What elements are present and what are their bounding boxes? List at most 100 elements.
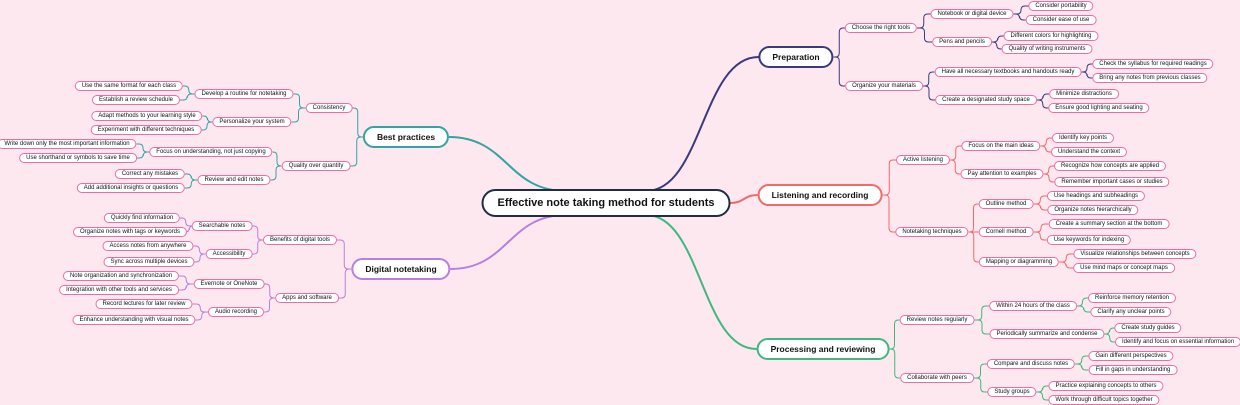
topic-review-and-edit-notes[interactable]: Review and edit notes <box>197 175 271 185</box>
connector <box>882 194 896 233</box>
connector <box>974 319 990 335</box>
topic-create-a-summary-section-at-the-bottom[interactable]: Create a summary section at the bottom <box>1048 219 1170 229</box>
topic-personalize-your-system[interactable]: Personalize your system <box>212 117 292 127</box>
topic-bring-any-notes-from-previous-classes[interactable]: Bring any notes from previous classes <box>1092 73 1208 83</box>
topic-remember-important-cases-or-studies[interactable]: Remember important cases or studies <box>1054 177 1170 187</box>
connector <box>1040 145 1051 153</box>
connector <box>450 214 567 270</box>
topic-enhance-understanding-with-visual-notes[interactable]: Enhance understanding with visual notes <box>72 315 196 325</box>
topic-organize-your-materials[interactable]: Organize your materials <box>845 81 923 91</box>
topic-consider-portability[interactable]: Consider portability <box>1028 1 1094 11</box>
connector <box>179 283 194 291</box>
topic-create-a-designated-study-space[interactable]: Create a designated study space <box>935 95 1037 105</box>
topic-minimize-distractions[interactable]: Minimize distractions <box>1049 89 1119 99</box>
connector <box>193 245 206 255</box>
topic-use-shorthand-or-symbols-to-save-time[interactable]: Use shorthand or symbols to save time <box>19 153 137 163</box>
topic-notetaking-techniques[interactable]: Notetaking techniques <box>895 227 969 237</box>
topic-notebook-or-digital-device[interactable]: Notebook or digital device <box>930 9 1014 19</box>
connector <box>252 225 263 241</box>
topic-mapping-or-diagramming[interactable]: Mapping or diagramming <box>978 257 1060 267</box>
topic-clarify-any-unclear-points[interactable]: Clarify any unclear points <box>1090 307 1172 317</box>
topic-correct-any-mistakes[interactable]: Correct any mistakes <box>114 169 186 179</box>
branch-digital-notetaking[interactable]: Digital notetaking <box>351 258 451 280</box>
central-topic[interactable]: Effective note taking method for student… <box>481 189 731 217</box>
topic-note-organization-and-synchronization[interactable]: Note organization and synchronization <box>62 271 180 281</box>
topic-use-keywords-for-indexing[interactable]: Use keywords for indexing <box>1046 235 1132 245</box>
topic-periodically-summarize-and-condense[interactable]: Periodically summarize and condense <box>989 329 1105 339</box>
connector <box>833 27 845 58</box>
topic-record-lectures-for-later-review[interactable]: Record lectures for later review <box>95 299 193 309</box>
topic-different-colors-for-highlighting[interactable]: Different colors for highlighting <box>1003 31 1099 41</box>
topic-use-the-same-format-for-each-class[interactable]: Use the same format for each class <box>74 81 184 91</box>
topic-use-headings-and-subheadings[interactable]: Use headings and subheadings <box>1046 191 1146 201</box>
topic-study-groups[interactable]: Study groups <box>987 387 1037 397</box>
topic-establish-a-review-schedule[interactable]: Establish a review schedule <box>91 95 181 105</box>
topic-recognize-how-concepts-are-applied[interactable]: Recognize how concepts are applied <box>1053 161 1167 171</box>
connector <box>1075 355 1089 365</box>
topic-develop-a-routine-for-notetaking[interactable]: Develop a routine for notetaking <box>194 89 294 99</box>
topic-identify-key-points[interactable]: Identify key points <box>1051 133 1115 143</box>
topic-pay-attention-to-examples[interactable]: Pay attention to examples <box>960 169 1044 179</box>
topic-outline-method[interactable]: Outline method <box>978 199 1034 209</box>
topic-understand-the-context[interactable]: Understand the context <box>1050 147 1128 157</box>
topic-access-notes-from-anywhere[interactable]: Access notes from anywhere <box>102 241 194 251</box>
branch-listening-and-recording[interactable]: Listening and recording <box>757 184 883 206</box>
topic-benefits-of-digital-tools[interactable]: Benefits of digital tools <box>262 235 338 245</box>
topic-add-additional-insights-or-questions[interactable]: Add additional insights or questions <box>76 183 186 193</box>
topic-focus-on-understanding-not-just-copying[interactable]: Focus on understanding, not just copying <box>149 147 273 157</box>
topic-consistency[interactable]: Consistency <box>305 103 353 113</box>
topic-focus-on-the-main-ideas[interactable]: Focus on the main ideas <box>961 141 1041 151</box>
connector <box>889 348 900 379</box>
topic-pens-and-pencils[interactable]: Pens and pencils <box>932 37 992 47</box>
topic-evernote-or-onenote[interactable]: Evernote or OneNote <box>193 279 265 289</box>
topic-create-study-guides[interactable]: Create study guides <box>1114 323 1182 333</box>
connector <box>350 136 363 167</box>
topic-write-down-only-the-most-important-information[interactable]: Write down only the most important infor… <box>0 139 137 149</box>
connector <box>201 121 213 131</box>
topic-within-24-hours-of-the-class[interactable]: Within 24 hours of the class <box>989 301 1077 311</box>
topic-identify-and-focus-on-essential-information[interactable]: Identify and focus on essential informat… <box>1114 337 1240 347</box>
topic-use-mind-maps-or-concept-maps[interactable]: Use mind maps or concept maps <box>1073 263 1175 273</box>
branch-preparation[interactable]: Preparation <box>758 46 834 68</box>
topic-fill-in-gaps-in-understanding[interactable]: Fill in gaps in understanding <box>1088 365 1178 375</box>
topic-cornell-method[interactable]: Cornell method <box>978 227 1034 237</box>
topic-compare-and-discuss-notes[interactable]: Compare and discuss notes <box>986 359 1076 369</box>
connector <box>137 151 150 159</box>
connector <box>974 363 987 379</box>
connector <box>1075 363 1089 371</box>
topic-integration-with-other-tools-and-services[interactable]: Integration with other tools and service… <box>59 285 179 295</box>
topic-apps-and-software[interactable]: Apps and software <box>275 293 339 303</box>
topic-accessibility[interactable]: Accessibility <box>205 249 253 259</box>
topic-gain-different-perspectives[interactable]: Gain different perspectives <box>1088 351 1174 361</box>
topic-organize-notes-hierarchically[interactable]: Organize notes hierarchically <box>1047 205 1139 215</box>
topic-active-listening[interactable]: Active listening <box>895 155 951 165</box>
connector <box>180 217 192 227</box>
connector <box>730 194 758 204</box>
topic-check-the-syllabus-for-required-readings[interactable]: Check the syllabus for required readings <box>1092 59 1214 69</box>
topic-organize-notes-with-tags-or-keywords[interactable]: Organize notes with tags or keywords <box>72 227 188 237</box>
topic-quality-over-quantity[interactable]: Quality over quantity <box>281 161 351 171</box>
topic-searchable-notes[interactable]: Searchable notes <box>191 221 253 231</box>
topic-practice-explaining-concepts-to-others[interactable]: Practice explaining concepts to others <box>1048 381 1164 391</box>
connector <box>180 93 195 101</box>
topic-sync-across-multiple-devices[interactable]: Sync across multiple devices <box>103 257 195 267</box>
topic-quality-of-writing-instruments[interactable]: Quality of writing instruments <box>1001 44 1093 54</box>
topic-have-all-necessary-textbooks-and-handouts-ready[interactable]: Have all necessary textbooks and handout… <box>934 67 1082 77</box>
connector <box>179 275 194 285</box>
topic-visualize-relationships-between-concepts[interactable]: Visualize relationships between concepts <box>1073 249 1197 259</box>
topic-adapt-methods-to-your-learning-style[interactable]: Adapt methods to your learning style <box>91 111 203 121</box>
topic-choose-the-right-tools[interactable]: Choose the right tools <box>844 23 918 33</box>
branch-processing-and-reviewing[interactable]: Processing and reviewing <box>756 338 890 360</box>
branch-best-practices[interactable]: Best practices <box>362 126 450 148</box>
topic-collaborate-with-peers[interactable]: Collaborate with peers <box>900 373 974 383</box>
topic-experiment-with-different-techniques[interactable]: Experiment with different techniques <box>90 125 202 135</box>
topic-consider-ease-of-use[interactable]: Consider ease of use <box>1025 15 1097 25</box>
topic-review-notes-regularly[interactable]: Review notes regularly <box>899 315 975 325</box>
topic-audio-recording[interactable]: Audio recording <box>207 307 265 317</box>
connector <box>1059 253 1074 263</box>
topic-reinforce-memory-retention[interactable]: Reinforce memory retention <box>1087 293 1177 303</box>
connector <box>1037 99 1049 109</box>
topic-quickly-find-information[interactable]: Quickly find information <box>103 213 181 223</box>
topic-ensure-good-lighting-and-seating[interactable]: Ensure good lighting and seating <box>1048 103 1150 113</box>
